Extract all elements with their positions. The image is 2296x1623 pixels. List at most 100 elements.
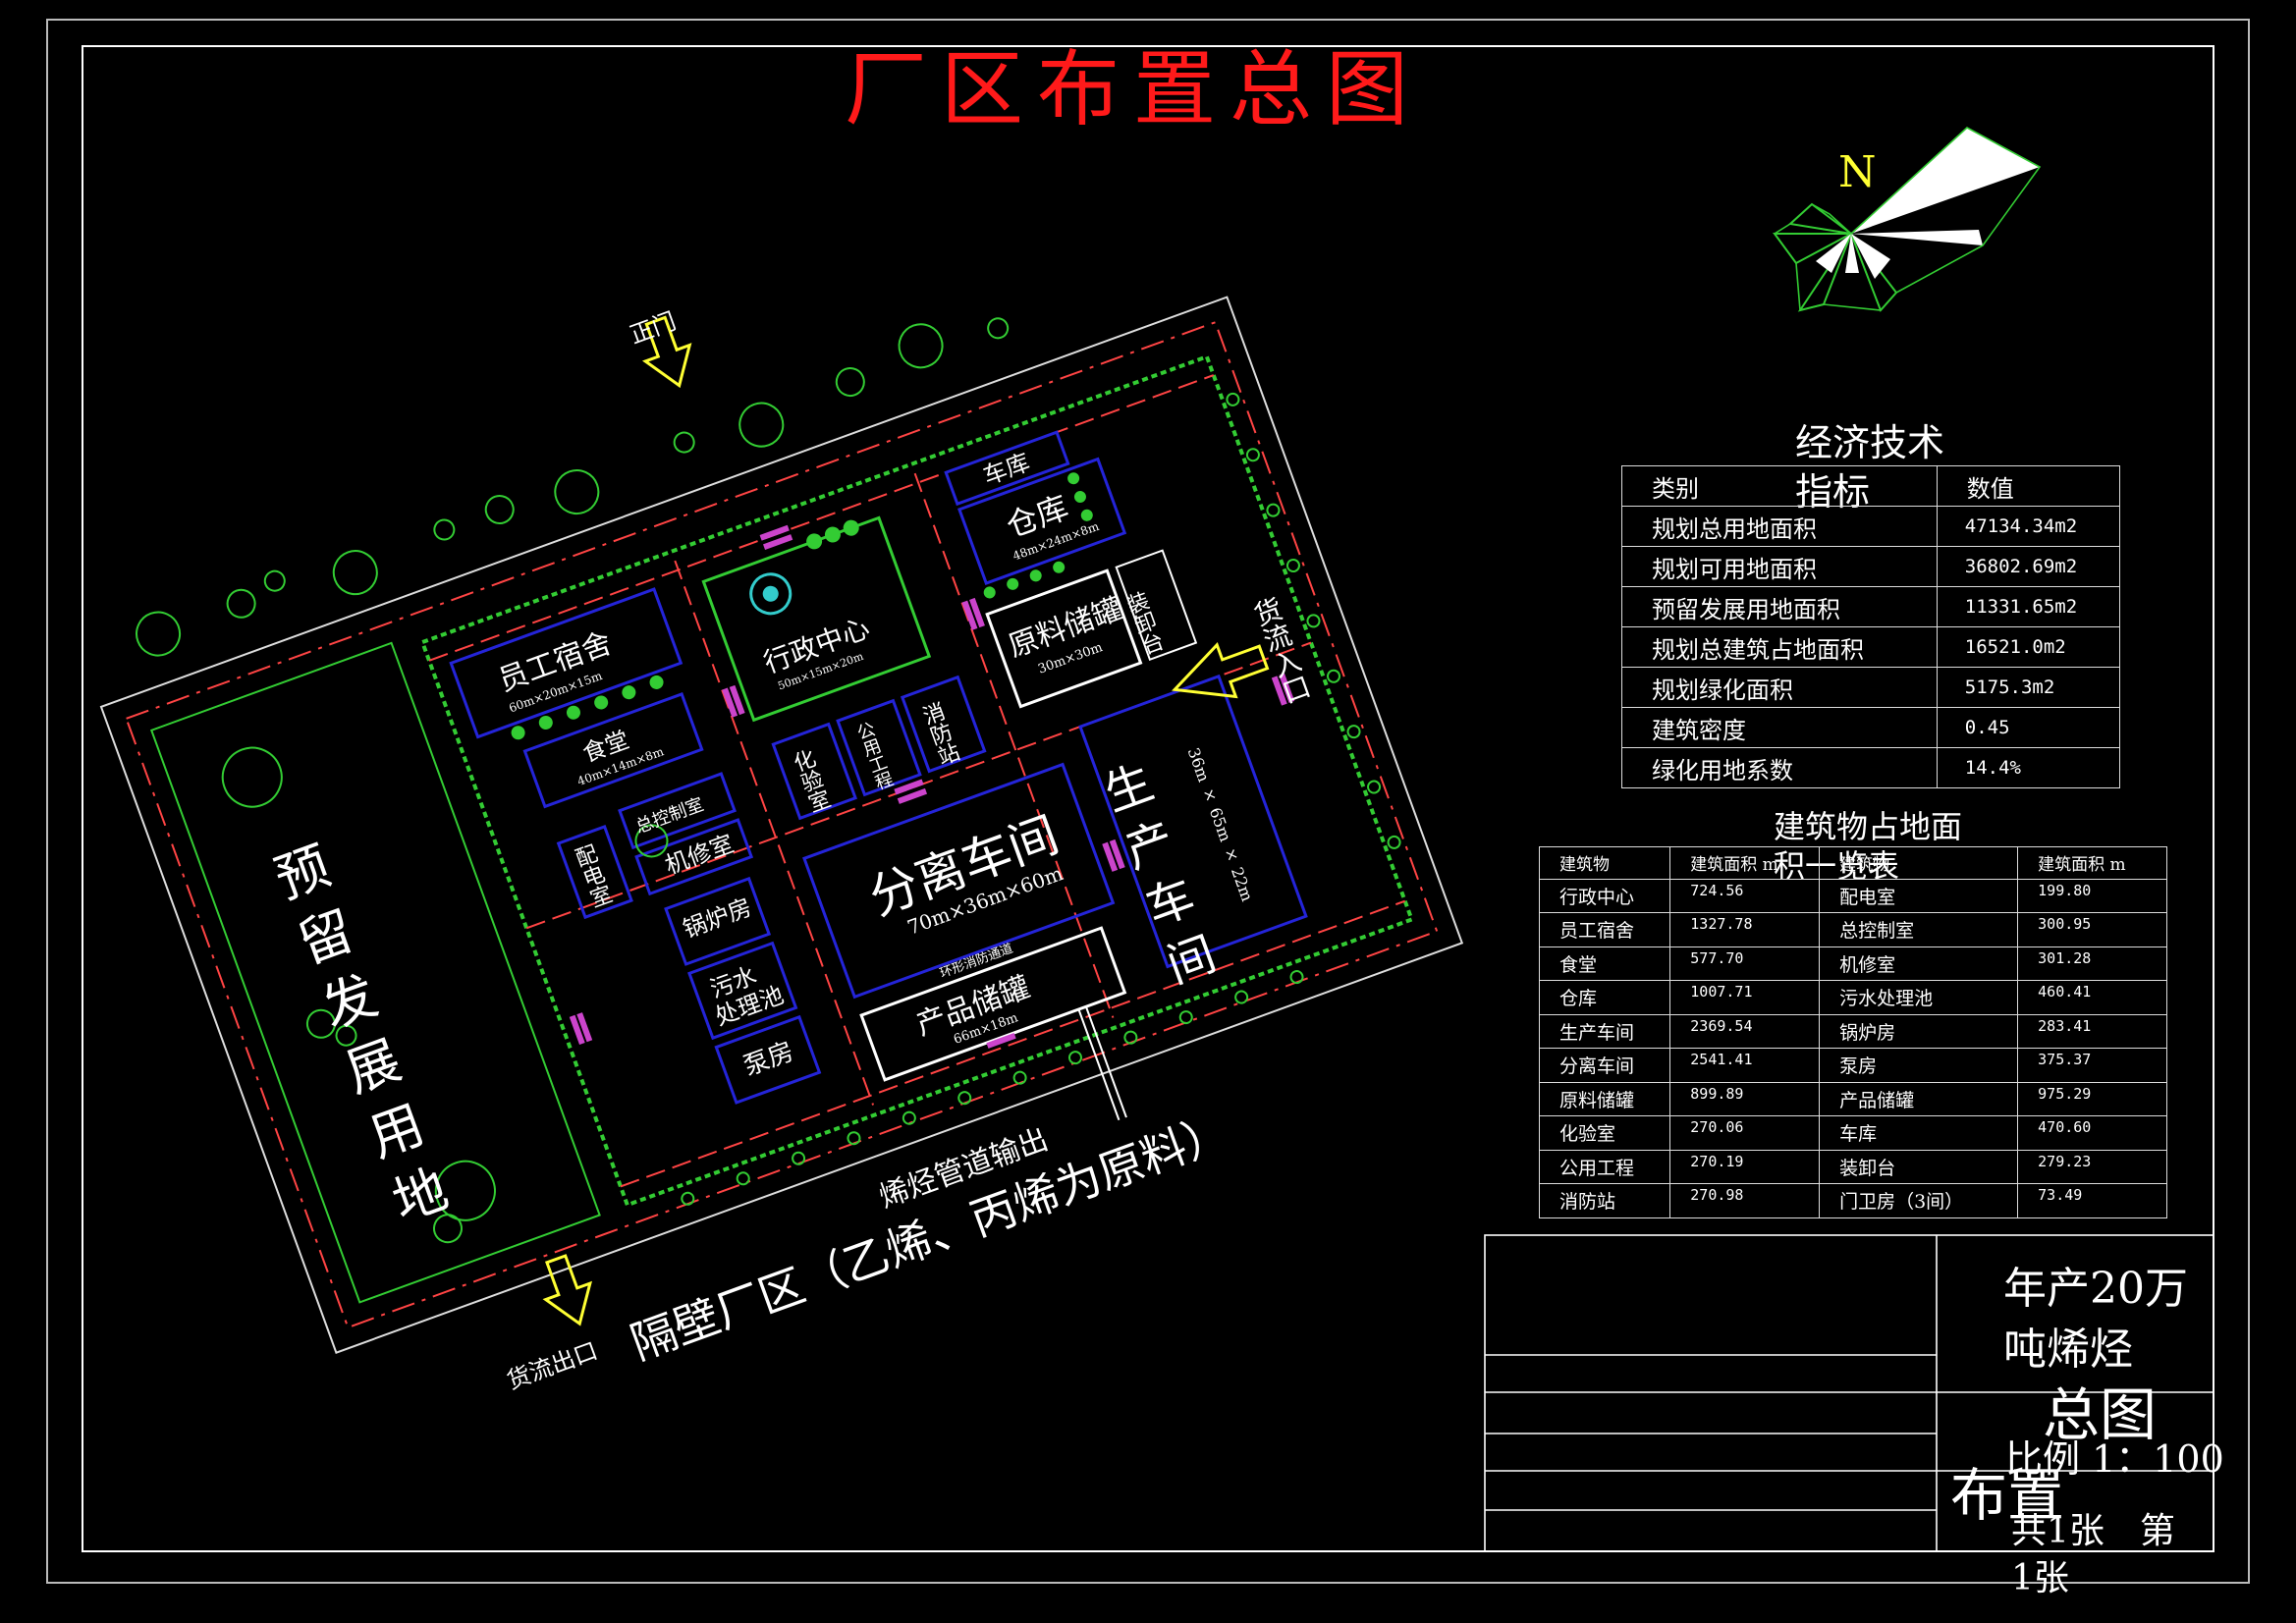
pump-label: 泵房 xyxy=(739,1037,797,1082)
outer-frame xyxy=(46,19,2250,1584)
table-header: 建筑物 xyxy=(1538,846,1671,880)
table-cell: 绿化用地系数 xyxy=(1621,747,1938,788)
north-label: N xyxy=(1838,147,1877,197)
table-cell: 原料储罐 xyxy=(1538,1081,1671,1116)
table-cell: 36802.69m2 xyxy=(1936,546,2121,587)
table-cell: 规划总建筑占地面积 xyxy=(1621,626,1938,668)
table-cell: 总控制室 xyxy=(1819,912,2019,947)
table-cell: 199.80 xyxy=(2017,878,2167,913)
fire-station-outline xyxy=(900,675,987,774)
table-cell: 0.45 xyxy=(1936,707,2121,748)
table-cell: 1007.71 xyxy=(1669,980,1821,1015)
title-block-grid xyxy=(1484,1234,2214,1552)
table-cell: 建筑密度 xyxy=(1621,707,1938,748)
power-label: 配电室 xyxy=(569,841,614,911)
drawing-name-2: 布置 xyxy=(1950,1462,2065,1529)
table-cell: 283.41 xyxy=(2017,1013,2167,1049)
table-cell: 577.70 xyxy=(1669,946,1821,981)
table-cell: 食堂 xyxy=(1538,946,1671,981)
drawing-name-1: 总图 xyxy=(2043,1381,2158,1448)
pipe-markers xyxy=(569,524,1295,1049)
north-compass-icon xyxy=(1773,127,2042,312)
sheet-count: 共1张 第 1张 xyxy=(2011,1508,2175,1602)
project-name: 年产20万 吨烯烃 xyxy=(2003,1259,2188,1380)
admin-outline xyxy=(701,515,932,723)
table-cell: 460.41 xyxy=(2017,980,2167,1015)
table-cell: 724.56 xyxy=(1669,878,1821,913)
table-cell: 270.06 xyxy=(1669,1115,1821,1151)
inner-frame xyxy=(82,45,2214,1552)
table-cell: 375.37 xyxy=(2017,1048,2167,1083)
project-line-2: 吨烯烃 xyxy=(2003,1325,2133,1375)
table-cell: 1327.78 xyxy=(1669,912,1821,947)
table-cell: 泵房 xyxy=(1819,1048,2019,1083)
table-header: 建筑面积 m xyxy=(1669,846,1821,880)
table-cell: 279.23 xyxy=(2017,1149,2167,1184)
control-outline xyxy=(618,772,737,850)
sheet-count-line-2: 1张 xyxy=(2011,1558,2069,1598)
table-header: 建筑面积 m xyxy=(2017,846,2167,880)
pipeline-line xyxy=(1077,1008,1121,1121)
site-plan: 员工宿舍 60m×20m×15m 食堂 40m×14m×8m 行政中心 50m×… xyxy=(99,296,1464,1354)
power-outline xyxy=(556,824,633,920)
table-cell: 仓库 xyxy=(1538,980,1671,1015)
fire-station-label: 消防站 xyxy=(916,699,962,769)
table-header: 类别 xyxy=(1621,465,1938,507)
canteen-outline xyxy=(522,691,704,809)
table-cell: 锅炉房 xyxy=(1819,1013,2019,1049)
tree-icons xyxy=(136,317,1010,1244)
neighbor-label: 隔壁厂区（乙烯、丙烯为原料） xyxy=(624,1104,1236,1370)
cargo-in-label: 货流入口 xyxy=(1246,593,1314,708)
table-cell: 73.49 xyxy=(2017,1183,2167,1218)
scale-label: 比例 1：100 xyxy=(2005,1437,2224,1481)
project-line-1: 年产20万 xyxy=(2003,1264,2188,1314)
table-cell: 员工宿舍 xyxy=(1538,912,1671,947)
raw-tank-outline xyxy=(985,568,1143,709)
roadside-trees xyxy=(681,392,1401,1206)
table-cell: 301.28 xyxy=(2017,946,2167,981)
table-cell: 预留发展用地面积 xyxy=(1621,586,1938,627)
table-row: 建筑物 建筑面积 m 建筑物 建筑面积 m xyxy=(1538,846,2167,880)
table-cell: 规划绿化面积 xyxy=(1621,667,1938,708)
cargo-in-arrow-icon xyxy=(1172,642,1270,699)
table-cell: 2541.41 xyxy=(1669,1048,1821,1083)
sewage-outline xyxy=(687,941,798,1041)
table-row: 类别 数值 xyxy=(1621,465,2121,507)
table-cell: 2369.54 xyxy=(1669,1013,1821,1049)
table-header: 数值 xyxy=(1936,465,2121,507)
table-cell: 分离车间 xyxy=(1538,1048,1671,1083)
table-cell: 975.29 xyxy=(2017,1081,2167,1116)
table-header: 建筑物 xyxy=(1819,846,2019,880)
table-cell: 消防站 xyxy=(1538,1183,1671,1218)
table-cell: 规划可用地面积 xyxy=(1621,546,1938,587)
cargo-out-label: 货流出口 xyxy=(503,1336,601,1394)
utility-outline xyxy=(836,698,922,797)
repair-outline xyxy=(634,818,754,896)
production-dim: 36m × 65m × 22m xyxy=(1184,745,1257,903)
warehouse-outline xyxy=(957,457,1127,585)
table-cell: 5175.3m2 xyxy=(1936,667,2121,708)
property-line xyxy=(99,296,1464,1354)
table-cell: 300.95 xyxy=(2017,912,2167,947)
fountain-icon xyxy=(749,572,793,616)
table-cell: 470.60 xyxy=(2017,1115,2167,1151)
table-cell: 270.98 xyxy=(1669,1183,1821,1218)
table-cell: 机修室 xyxy=(1819,946,2019,981)
table-cell: 装卸台 xyxy=(1819,1149,2019,1184)
reserve-label: 预留发展用地 xyxy=(259,838,459,1246)
table-cell: 270.19 xyxy=(1669,1149,1821,1184)
separation-outline xyxy=(802,762,1116,1000)
table-cell: 污水处理池 xyxy=(1819,980,2019,1015)
